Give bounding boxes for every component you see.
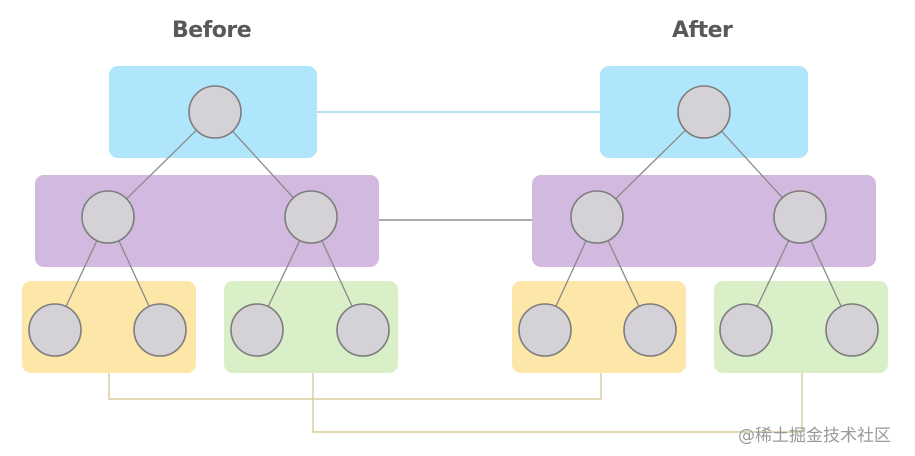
link-level-3-right xyxy=(312,372,803,433)
tree-node xyxy=(336,303,390,357)
after-tree-nodes xyxy=(518,85,879,357)
before-tree xyxy=(22,66,398,373)
after-tree xyxy=(512,66,888,373)
tree-node xyxy=(81,190,135,244)
tree-node xyxy=(623,303,677,357)
tree-node xyxy=(570,190,624,244)
tree-node xyxy=(188,85,242,139)
tree-node xyxy=(284,190,338,244)
tree-node xyxy=(518,303,572,357)
cross-tree-links xyxy=(108,111,803,433)
tree-node xyxy=(28,303,82,357)
tree-node xyxy=(230,303,284,357)
watermark: @稀土掘金技术社区 xyxy=(738,426,891,446)
after-title: After xyxy=(672,18,733,43)
tree-node xyxy=(719,303,773,357)
before-tree-nodes xyxy=(28,85,390,357)
tree-node xyxy=(825,303,879,357)
link-level-3-left xyxy=(108,372,602,400)
tree-node xyxy=(773,190,827,244)
before-title: Before xyxy=(172,18,252,43)
tree-node xyxy=(133,303,187,357)
tree-node xyxy=(677,85,731,139)
